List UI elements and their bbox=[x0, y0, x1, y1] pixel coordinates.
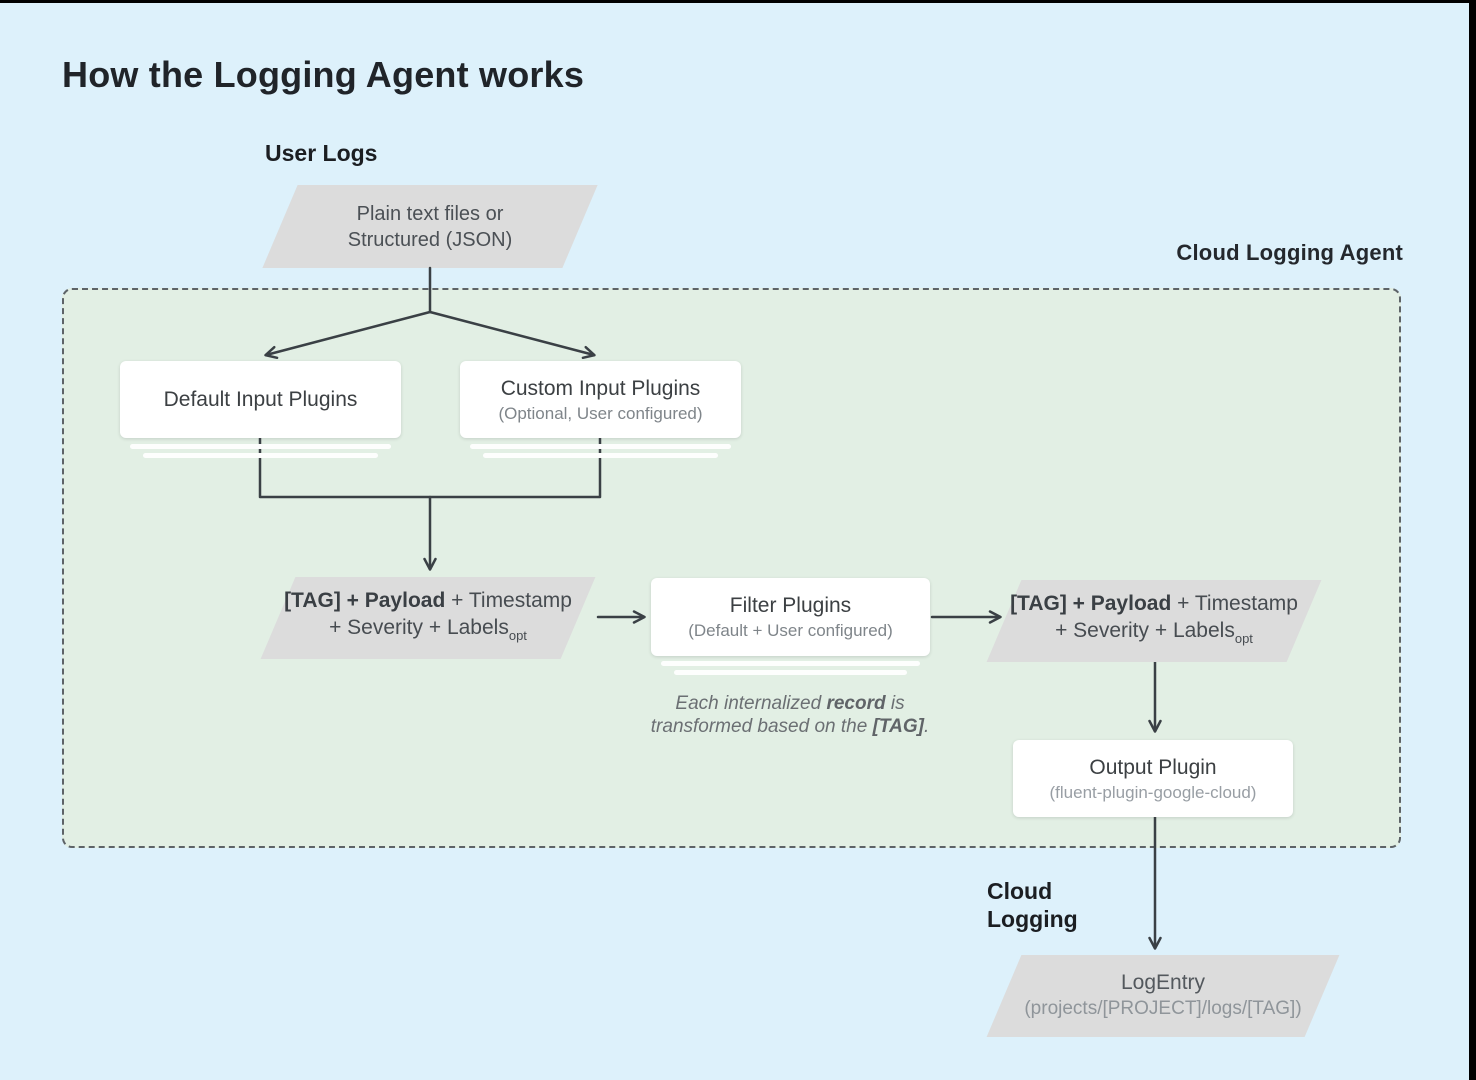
record-left-line1: [TAG] + Payload + Timestamp bbox=[284, 587, 572, 614]
filter-note-line2: transformed based on the [TAG]. bbox=[630, 715, 950, 738]
record-left-line1-bold: [TAG] + Payload bbox=[284, 589, 446, 612]
stack-bar bbox=[674, 670, 907, 675]
right-edge-bar bbox=[1469, 0, 1476, 1080]
record-right-line2-subscript: opt bbox=[1234, 631, 1253, 646]
filter-note-line2-a: transformed based on the bbox=[650, 716, 873, 737]
output-plugin-subtitle: (fluent-plugin-google-cloud) bbox=[1049, 782, 1257, 802]
filter-note: Each internalized record is transformed … bbox=[630, 692, 950, 738]
record-left-line2-subscript: opt bbox=[508, 628, 527, 643]
filter-plugins-title: Filter Plugins bbox=[729, 594, 852, 617]
filter-note-line1-c: is bbox=[885, 693, 905, 714]
filter-note-line1-a: Each internalized bbox=[675, 693, 827, 714]
stack-bar bbox=[661, 661, 920, 666]
custom-input-plugins-subtitle: (Optional, User configured) bbox=[498, 403, 703, 423]
logentry-shape-text: LogEntry (projects/[PROJECT]/logs/[TAG]) bbox=[1004, 955, 1322, 1037]
filter-note-line1-b: record bbox=[826, 693, 886, 714]
cloud-logging-label: Cloud Logging bbox=[987, 877, 1078, 933]
log-record-shape-left: [TAG] + Payload + Timestamp + Severity +… bbox=[260, 577, 596, 659]
filter-note-line1: Each internalized record is bbox=[630, 692, 950, 715]
record-left-line2: + Severity + Labelsopt bbox=[329, 614, 527, 649]
cloud-logging-label-line1: Cloud bbox=[987, 878, 1053, 904]
stack-bar bbox=[483, 453, 718, 458]
custom-input-plugins-box: Custom Input Plugins (Optional, User con… bbox=[460, 361, 741, 438]
user-logs-input-shape-text: Plain text files or Structured (JSON) bbox=[280, 185, 580, 268]
cloud-logging-label-line2: Logging bbox=[987, 906, 1078, 932]
user-logs-input-shape: Plain text files or Structured (JSON) bbox=[262, 185, 598, 268]
filter-plugins-subtitle: (Default + User configured) bbox=[688, 621, 893, 640]
filter-plugins-box: Filter Plugins (Default + User configure… bbox=[651, 578, 930, 656]
record-left-line1-rest: + Timestamp bbox=[445, 589, 572, 612]
input-shape-line1: Plain text files or bbox=[356, 202, 504, 225]
stack-bar bbox=[143, 453, 378, 458]
output-plugin-title: Output Plugin bbox=[1089, 755, 1217, 779]
logentry-subtitle: (projects/[PROJECT]/logs/[TAG]) bbox=[1024, 998, 1302, 1019]
record-right-line2-text: + Severity + Labels bbox=[1055, 619, 1235, 642]
input-shape-line2: Structured (JSON) bbox=[347, 228, 513, 251]
filter-note-line2-b: [TAG] bbox=[872, 716, 924, 737]
record-right-line1-bold: [TAG] + Payload bbox=[1010, 592, 1172, 615]
log-record-shape-left-text: [TAG] + Payload + Timestamp + Severity +… bbox=[278, 577, 578, 659]
top-edge-bar bbox=[0, 0, 1476, 3]
stack-bar bbox=[470, 444, 731, 449]
default-input-plugins-box: Default Input Plugins bbox=[120, 361, 401, 438]
filter-note-line2-c: . bbox=[923, 716, 930, 737]
stack-bar bbox=[130, 444, 391, 449]
logentry-shape: LogEntry (projects/[PROJECT]/logs/[TAG]) bbox=[986, 955, 1340, 1037]
default-input-plugins-title: Default Input Plugins bbox=[163, 388, 358, 411]
log-record-shape-right-text: [TAG] + Payload + Timestamp + Severity +… bbox=[1004, 580, 1304, 662]
cloud-logging-agent-label: Cloud Logging Agent bbox=[1176, 240, 1403, 265]
custom-input-plugins-title: Custom Input Plugins bbox=[500, 376, 701, 400]
record-right-line2: + Severity + Labelsopt bbox=[1055, 617, 1253, 652]
output-plugin-box: Output Plugin (fluent-plugin-google-clou… bbox=[1013, 740, 1293, 817]
page-title: How the Logging Agent works bbox=[62, 54, 585, 95]
record-left-line2-text: + Severity + Labels bbox=[329, 616, 509, 639]
log-record-shape-right: [TAG] + Payload + Timestamp + Severity +… bbox=[986, 580, 1322, 662]
user-logs-label: User Logs bbox=[265, 140, 378, 166]
logentry-title: LogEntry bbox=[1120, 971, 1206, 994]
record-right-line1: [TAG] + Payload + Timestamp bbox=[1010, 590, 1298, 617]
record-right-line1-rest: + Timestamp bbox=[1171, 592, 1298, 615]
